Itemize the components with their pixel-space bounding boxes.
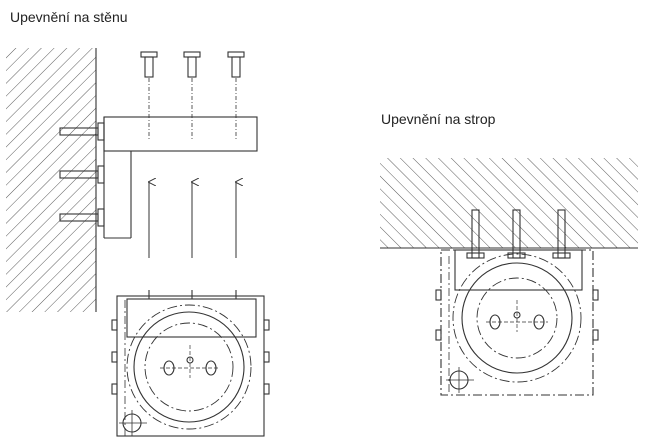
- ceiling-mount-drawing: [380, 158, 638, 396]
- wall-hatch: [6, 48, 96, 312]
- ceiling-hatch: [380, 158, 638, 248]
- screw-axis-lines: [148, 78, 237, 140]
- unit-front-view: [111, 290, 270, 437]
- wall-bracket: [103, 116, 258, 239]
- wall-mount-drawing: [6, 48, 270, 437]
- screw-icon-group: [140, 51, 245, 78]
- wall-anchor-bolts: [59, 122, 105, 227]
- ceiling-anchor-bolts: [466, 209, 571, 259]
- ceiling-bracket: [454, 249, 583, 291]
- assembly-arrows: [149, 182, 236, 258]
- wall-mount-title: Upevnění na stěnu: [10, 9, 128, 25]
- ceiling-mount-title: Upevnění na strop: [381, 111, 496, 127]
- unit-ceiling-view: [435, 249, 599, 396]
